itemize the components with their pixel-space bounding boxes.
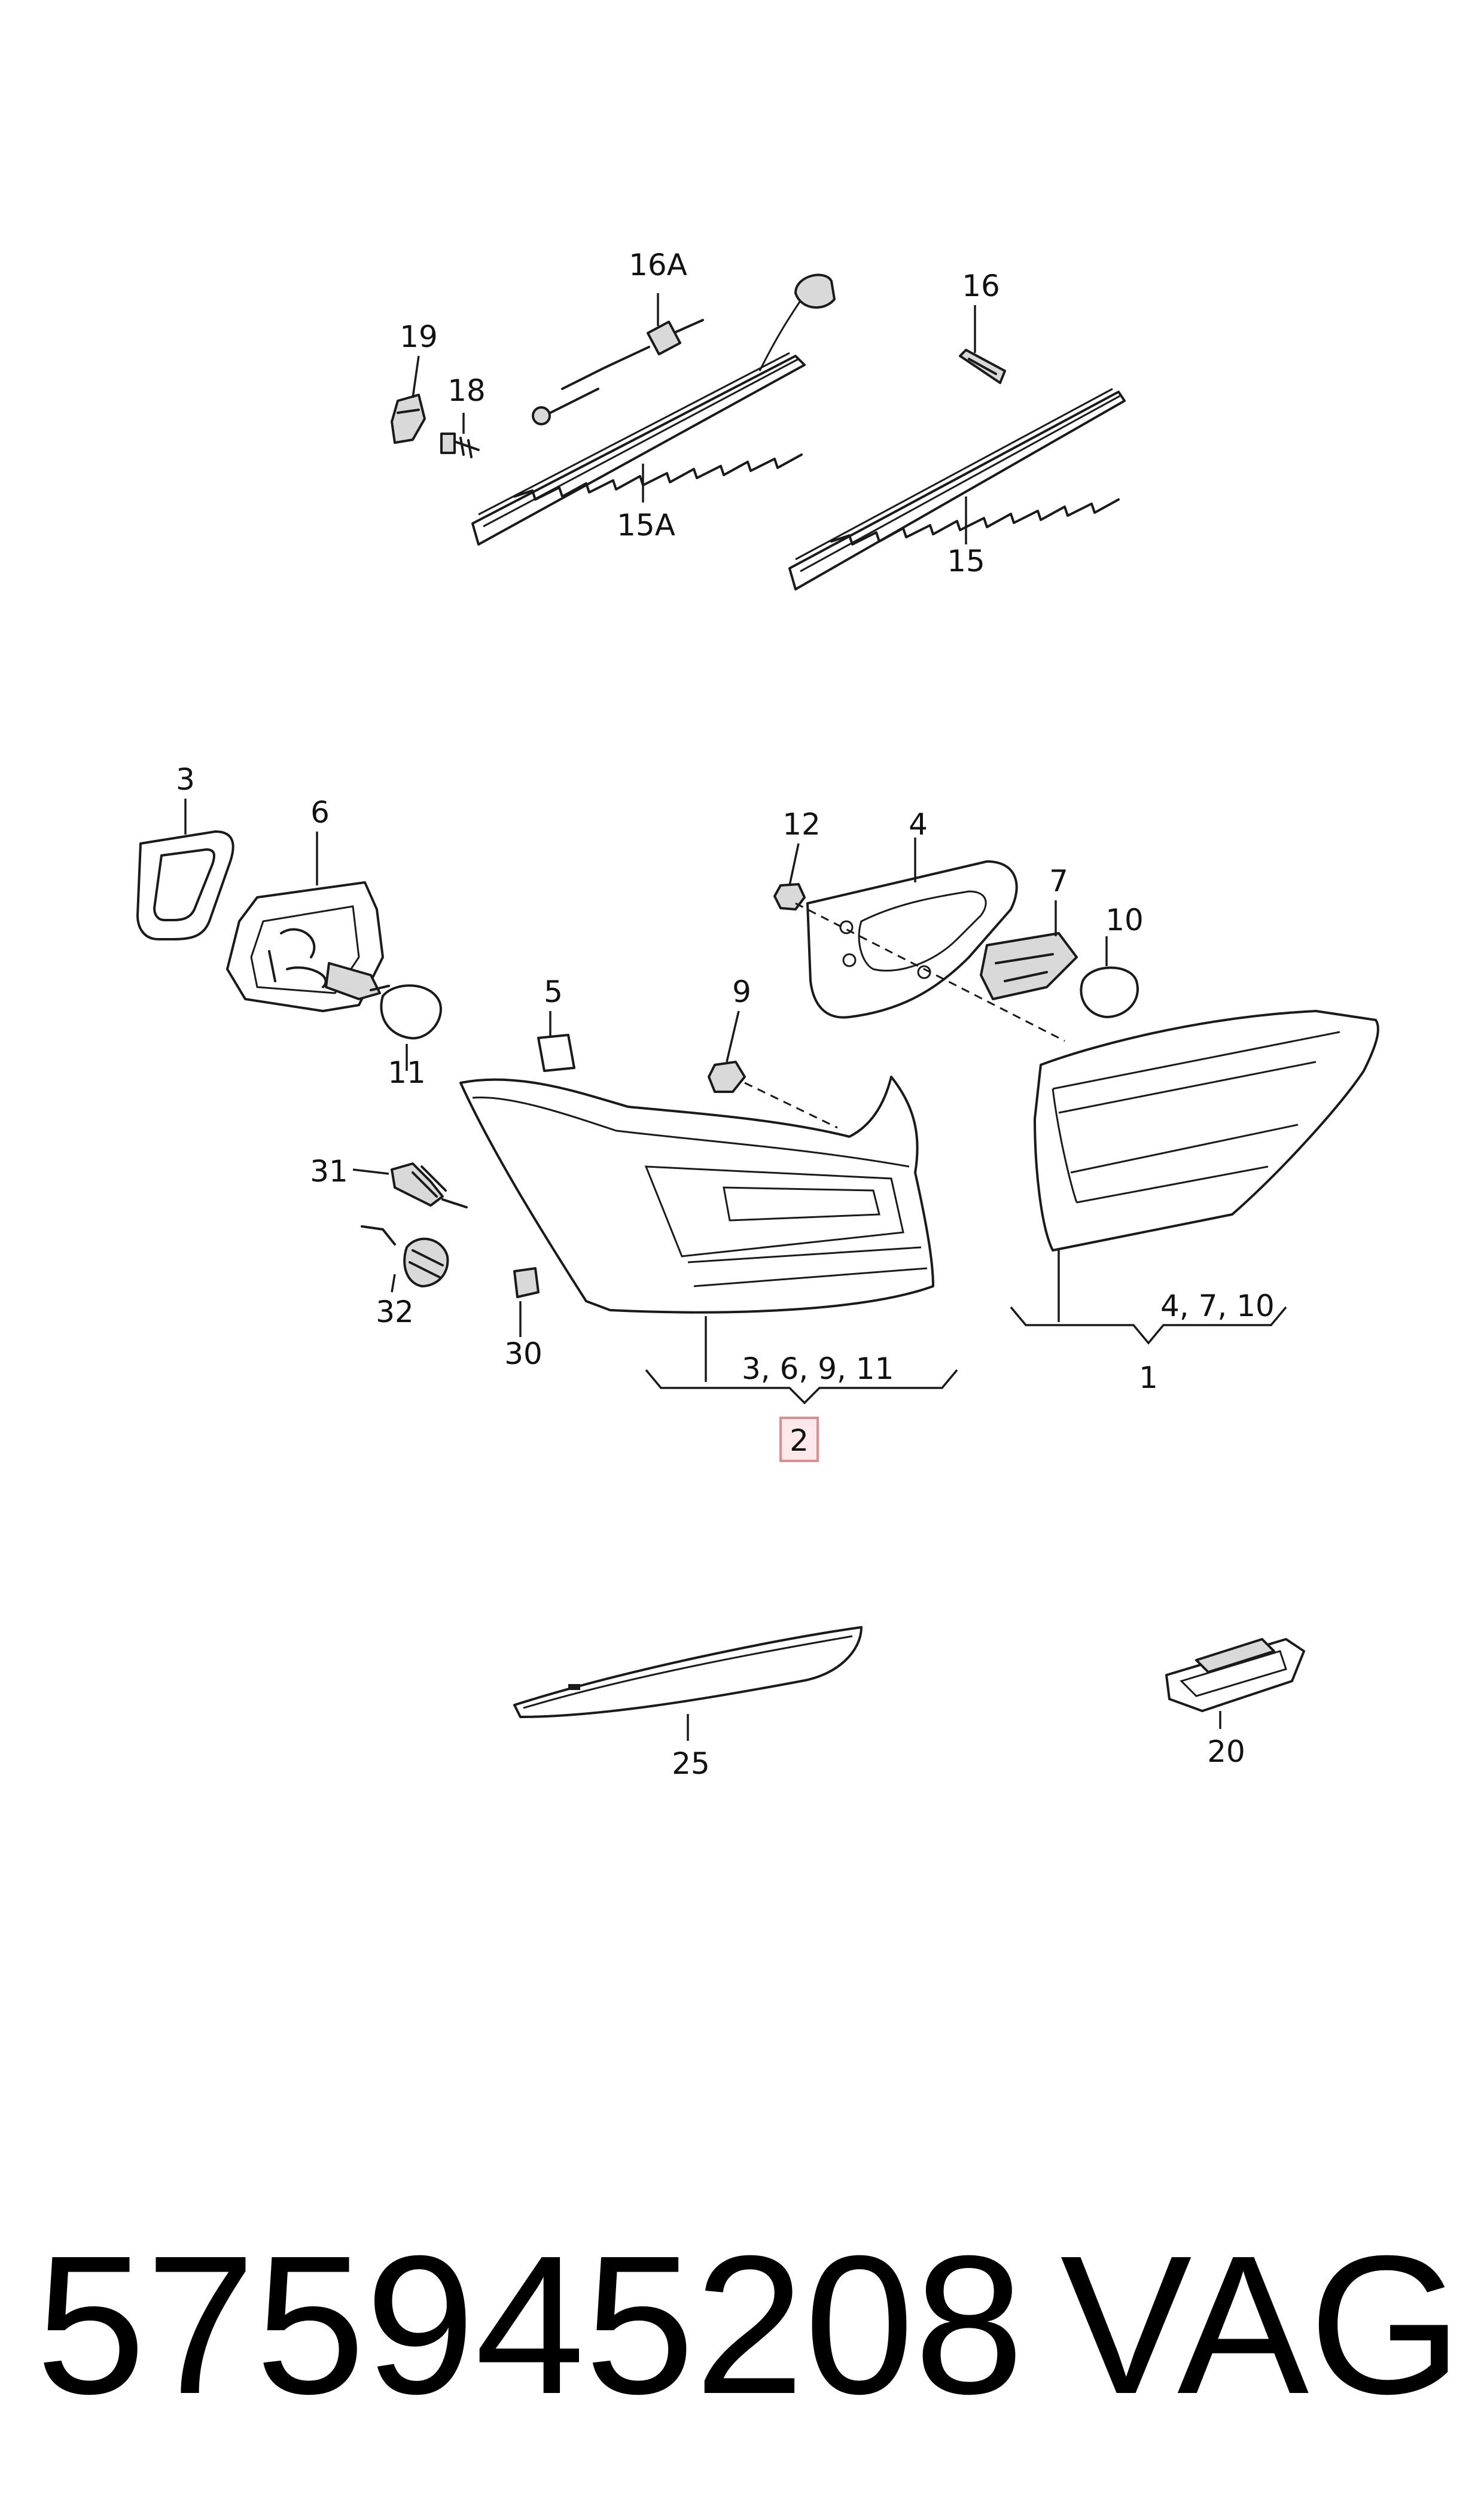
label-15: 15 (947, 544, 985, 578)
label-25: 25 (672, 1746, 710, 1781)
bracket-group-2 (645, 1369, 958, 1405)
part-16-bulb (959, 349, 1006, 384)
label-11: 11 (388, 1055, 426, 1090)
part-4-cover (806, 860, 1018, 1019)
label-10: 10 (1105, 903, 1144, 937)
bracket-group-1 (1010, 1306, 1287, 1345)
label-1: 1 (1139, 1360, 1158, 1395)
label-31: 31 (310, 1154, 348, 1189)
label-7: 7 (1049, 864, 1068, 899)
part-3-gasket (136, 830, 234, 940)
label-9: 9 (732, 975, 751, 1009)
label-15A: 15A (617, 508, 675, 543)
part-32-bulb-socket (361, 1225, 449, 1287)
label-30: 30 (504, 1336, 543, 1371)
part-5-pad (537, 1034, 575, 1072)
label-5: 5 (544, 975, 563, 1009)
label-16: 16 (962, 269, 1000, 303)
part-20-licence-plate-light (1165, 1638, 1305, 1712)
part-9-nut (708, 1061, 838, 1129)
part-15-brake-light-strip (788, 388, 1126, 590)
part-25-reflector (513, 1626, 863, 1718)
part-31-bulb-socket (391, 1162, 468, 1208)
brand-name: VAG (1061, 2214, 1462, 2435)
label-4: 4 (909, 807, 928, 842)
part-15A-brake-light-strip (471, 280, 826, 546)
label-19: 19 (400, 319, 438, 354)
dash-guide-4-to-1 (795, 902, 1065, 1042)
part-11-bulb (370, 984, 442, 1040)
part-6-bulb-carrier (226, 881, 384, 1012)
label-12: 12 (782, 807, 821, 842)
label-2: 2 (790, 1423, 809, 1458)
label-32: 32 (376, 1295, 414, 1329)
label-6: 6 (310, 795, 330, 830)
label-18: 18 (447, 373, 486, 408)
label-3: 3 (176, 762, 195, 797)
part-1-inner-tail-light (1034, 1010, 1379, 1252)
part-number: 575945208 (36, 2214, 1024, 2435)
part-16A-connector (532, 273, 836, 425)
part-12-nut (773, 883, 806, 911)
label-group-1-items: 4, 7, 10 (1160, 1289, 1275, 1323)
label-group-2-items: 3, 6, 9, 11 (742, 1351, 894, 1386)
part-19-clip (391, 394, 426, 444)
part-10-bulb (1080, 966, 1139, 1018)
part-30-clip (513, 1267, 540, 1298)
part-2-outer-tail-light (459, 1076, 934, 1314)
part-2-highlight-box (779, 1417, 819, 1462)
leader-lines (184, 293, 1221, 1741)
label-20: 20 (1207, 1734, 1245, 1769)
part-18-screw (440, 433, 480, 458)
label-16A: 16A (629, 248, 687, 282)
part-7-holder (980, 932, 1078, 1000)
callout-labels: 16A 19 18 15A 16 15 3 6 12 4 7 10 5 9 11… (176, 248, 1275, 1781)
